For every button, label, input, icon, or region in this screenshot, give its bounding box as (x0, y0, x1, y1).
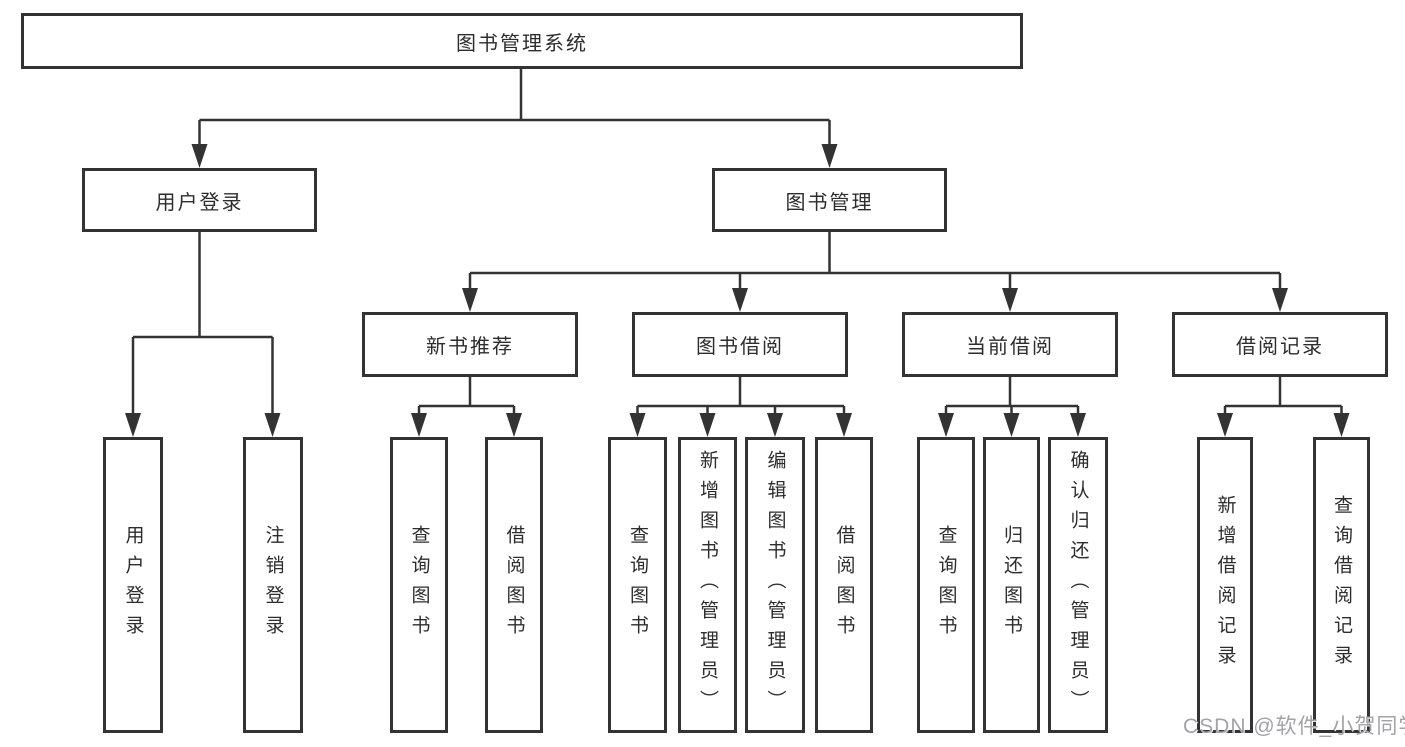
node-label: 借阅图书 (833, 525, 855, 645)
arrowheads (125, 144, 1350, 437)
node-new-book-recommend: 新书推荐 (362, 312, 578, 377)
node-label: 图书管理 (785, 191, 874, 214)
node-label: 新增图书（管理员） (697, 450, 718, 720)
edge-root-to-level1 (198, 69, 831, 162)
leaf-confirm-return-admin: 确认归还（管理员） (1048, 437, 1108, 733)
node-label: 查询图书 (408, 525, 430, 645)
leaf-query-books-recommend: 查询图书 (390, 437, 448, 733)
edge-borrowrecords-to-children (1223, 377, 1343, 431)
leaf-query-books-borrowing: 查询图书 (608, 437, 667, 733)
leaf-borrow-books-recommend: 借阅图书 (485, 437, 543, 733)
node-borrowing-records: 借阅记录 (1172, 312, 1388, 377)
node-label: 归还图书 (1001, 525, 1022, 645)
edge-newbook-to-children (417, 377, 516, 431)
node-label: 图书管理系统 (456, 32, 588, 55)
leaf-edit-books-admin: 编辑图书（管理员） (745, 437, 805, 733)
node-label: 注销登录 (262, 525, 284, 645)
node-label: 查询图书 (935, 525, 957, 645)
node-label: 查询借阅记录 (1331, 495, 1352, 675)
node-label: 用户登录 (155, 191, 244, 214)
leaf-add-books-admin: 新增图书（管理员） (678, 437, 737, 733)
node-label: 新增借阅记录 (1214, 495, 1236, 675)
node-label: 图书借阅 (696, 336, 784, 358)
node-label: 编辑图书（管理员） (764, 450, 786, 720)
leaf-query-borrow-record: 查询借阅记录 (1313, 437, 1370, 733)
node-label: 借阅记录 (1236, 336, 1324, 358)
leaf-user-login: 用户登录 (103, 437, 163, 733)
edge-userlogin-to-children (131, 232, 274, 431)
node-book-borrowing: 图书借阅 (632, 312, 848, 377)
node-root-library-system: 图书管理系统 (21, 13, 1023, 69)
csdn-watermark: CSDN @软件_小贺同学 (1183, 715, 1405, 738)
leaf-return-books: 归还图书 (983, 437, 1040, 733)
edge-bookmgmt-to-children (468, 232, 1282, 306)
leaf-add-borrow-record: 新增借阅记录 (1197, 437, 1253, 733)
leaf-query-books-current: 查询图书 (917, 437, 975, 733)
edge-bookborrow-to-children (636, 377, 846, 431)
node-label: 确认归还（管理员） (1067, 450, 1089, 720)
node-label: 用户登录 (122, 525, 144, 645)
leaf-borrow-books: 借阅图书 (815, 437, 873, 733)
leaf-logout: 注销登录 (243, 437, 303, 733)
node-book-management: 图书管理 (712, 168, 947, 232)
node-label: 查询图书 (627, 525, 648, 645)
node-label: 借阅图书 (503, 525, 525, 645)
node-label: 当前借阅 (966, 336, 1054, 358)
node-label: 新书推荐 (426, 336, 514, 358)
node-user-login: 用户登录 (82, 168, 317, 232)
node-current-borrowing: 当前借阅 (902, 312, 1118, 377)
